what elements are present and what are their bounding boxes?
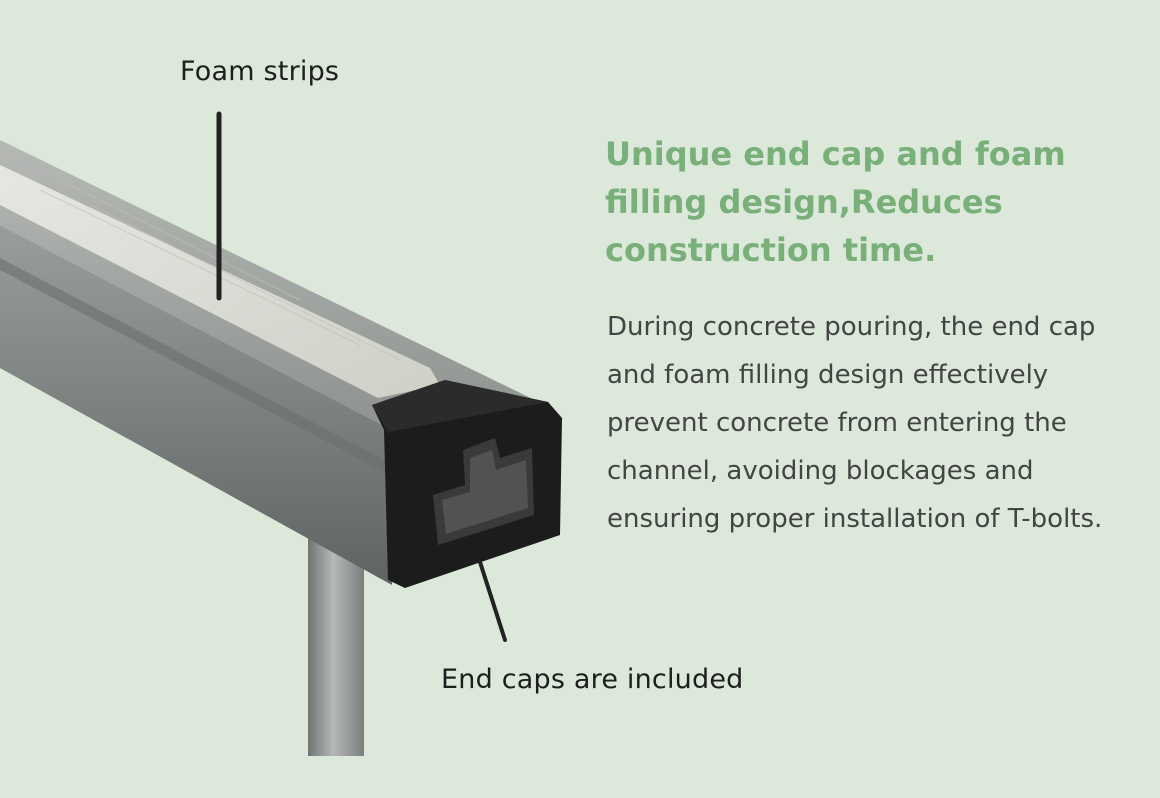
end-cap-slot-inner: [442, 450, 528, 534]
headline: Unique end cap and foam filling design,R…: [605, 135, 1066, 269]
foam-texture: [39, 179, 401, 361]
end-cap-top-lip: [372, 380, 548, 432]
end-caps-pointer: [478, 560, 507, 642]
end-caps-label: End caps are included: [441, 664, 744, 695]
description: During concrete pouring, the end cap and…: [607, 312, 1103, 534]
channel-top-face: [0, 140, 545, 428]
channel-rib: [0, 258, 388, 474]
foam-strips-label: Foam strips: [180, 56, 340, 87]
